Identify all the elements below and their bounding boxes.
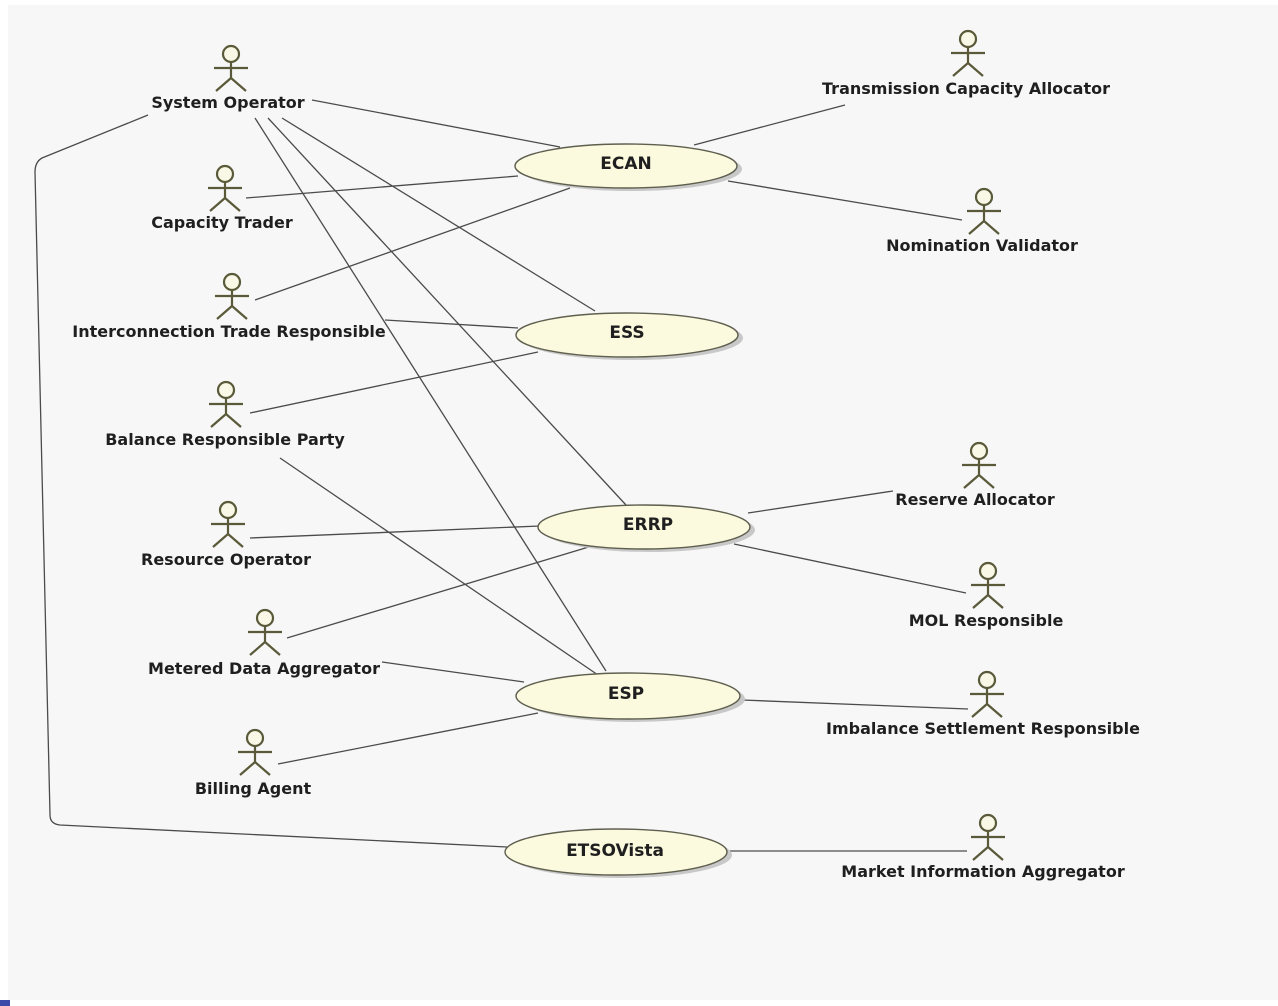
interconnection-trade-responsible-stick-figure [215,290,249,320]
capacity-trader-stick-figure [208,182,242,212]
association-interconnection-trade-responsible-ecan [254,187,571,301]
mol-responsible-label: MOL Responsible [909,611,1064,630]
capacity-trader-head [215,164,235,184]
errp-use-case[interactable]: ERRP [537,504,755,552]
association-mol-responsible-errp [733,543,967,594]
ecan-ellipse [514,143,738,189]
imbalance-settlement-responsible-head [977,670,997,690]
association-system-operator-ess [281,117,596,312]
resource-operator-stick-figure [211,518,245,548]
balance-responsible-party-head [216,380,236,400]
esp-use-case[interactable]: ESP [515,672,745,722]
metered-data-aggregator-label: Metered Data Aggregator [148,659,380,678]
ess-use-case[interactable]: ESS [515,312,743,360]
interconnection-trade-responsible-label: Interconnection Trade Responsible [72,322,386,341]
balance-responsible-party-label: Balance Responsible Party [105,430,345,449]
nomination-validator-label: Nomination Validator [886,236,1078,255]
market-information-aggregator-label: Market Information Aggregator [841,862,1125,881]
interconnection-trade-responsible-head [222,272,242,292]
mol-responsible-stick-figure [971,579,1005,609]
imbalance-settlement-responsible-label: Imbalance Settlement Responsible [826,719,1140,738]
ess-label: ESS [609,323,644,343]
market-information-aggregator-stick-figure [971,831,1005,861]
reserve-allocator-actor[interactable]: Reserve Allocator [895,441,1055,509]
association-balance-responsible-party-ess [249,351,539,414]
association-capacity-trader-ecan [245,175,519,199]
reserve-allocator-stick-figure [962,459,996,489]
association-metered-data-aggregator-esp [381,661,525,683]
reserve-allocator-label: Reserve Allocator [895,490,1055,509]
association-transmission-capacity-allocator-ecan [693,104,846,146]
association-imbalance-settlement-responsible-esp [741,699,969,710]
mol-responsible-actor[interactable]: MOL Responsible [909,561,1064,630]
capacity-trader-label: Capacity Trader [151,213,293,232]
market-information-aggregator-head [978,813,998,833]
imbalance-settlement-responsible-stick-figure [970,688,1004,718]
capacity-trader-actor[interactable]: Capacity Trader [151,164,293,232]
association-nomination-validator-ecan [727,180,963,221]
billing-agent-stick-figure [238,746,272,776]
system-operator-actor[interactable]: System Operator [151,44,305,112]
etsovista-label: ETSOVista [566,841,664,861]
billing-agent-actor[interactable]: Billing Agent [195,728,312,798]
transmission-capacity-allocator-stick-figure [951,47,985,77]
esp-label: ESP [608,684,644,704]
association-balance-responsible-party-esp [279,457,599,676]
association-system-operator-etsovista [34,114,508,848]
market-information-aggregator-actor[interactable]: Market Information Aggregator [841,813,1125,881]
corner-marker [0,1000,10,1006]
billing-agent-head [245,728,265,748]
reserve-allocator-head [969,441,989,461]
ecan-label: ECAN [600,154,651,174]
association-system-operator-ecan [311,99,561,148]
ess-ellipse [515,312,739,358]
association-billing-agent-esp [277,712,539,765]
association-system-operator-errp [267,117,627,506]
nomination-validator-head [974,187,994,207]
billing-agent-label: Billing Agent [195,779,312,798]
resource-operator-head [218,500,238,520]
association-interconnection-trade-responsible-ess [384,319,519,329]
mol-responsible-head [978,561,998,581]
balance-responsible-party-actor[interactable]: Balance Responsible Party [105,380,345,449]
association-system-operator-esp [254,117,607,672]
association-lines [34,99,969,852]
system-operator-stick-figure [214,62,248,92]
resource-operator-actor[interactable]: Resource Operator [141,500,311,569]
association-resource-operator-errp [249,525,541,539]
system-operator-label: System Operator [151,93,304,112]
association-metered-data-aggregator-errp [286,545,593,639]
transmission-capacity-allocator-label: Transmission Capacity Allocator [822,79,1110,98]
association-reserve-allocator-errp [747,490,894,514]
actors: System Operator Capacity Trader Intercon… [72,29,1140,881]
metered-data-aggregator-actor[interactable]: Metered Data Aggregator [148,608,380,678]
transmission-capacity-allocator-actor[interactable]: Transmission Capacity Allocator [822,29,1110,98]
resource-operator-label: Resource Operator [141,550,311,569]
etsovista-ellipse [504,828,728,876]
errp-label: ERRP [623,515,673,535]
balance-responsible-party-stick-figure [209,398,243,428]
nomination-validator-actor[interactable]: Nomination Validator [886,187,1078,255]
nomination-validator-stick-figure [967,205,1001,235]
metered-data-aggregator-stick-figure [248,626,282,656]
metered-data-aggregator-head [255,608,275,628]
esp-ellipse [515,672,741,720]
ecan-use-case[interactable]: ECAN [514,143,742,191]
system-operator-head [221,44,241,64]
use-cases: ECAN ESS ERRP ESP ETSOVista [504,143,755,878]
errp-ellipse [537,504,751,550]
etsovista-use-case[interactable]: ETSOVista [504,828,732,878]
imbalance-settlement-responsible-actor[interactable]: Imbalance Settlement Responsible [826,670,1140,738]
transmission-capacity-allocator-head [958,29,978,49]
interconnection-trade-responsible-actor[interactable]: Interconnection Trade Responsible [72,272,386,341]
